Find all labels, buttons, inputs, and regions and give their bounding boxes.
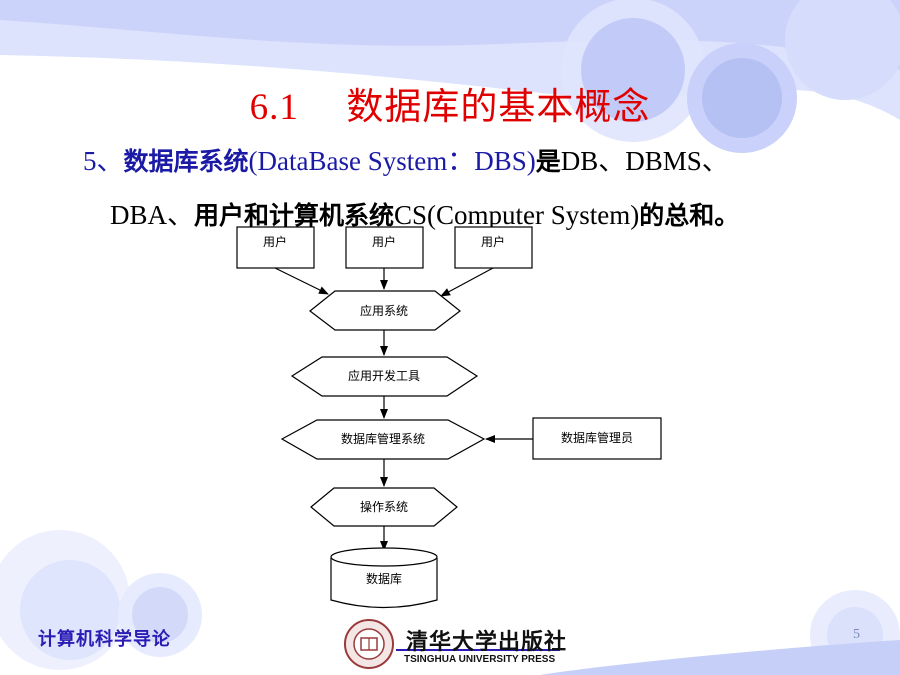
body-line-1: 5、数据库系统(DataBase System：DBS)是DB、DBMS、 xyxy=(83,139,729,178)
line2-en: CS(Computer System) xyxy=(394,200,640,230)
dba-box: 数据库管理员 xyxy=(532,417,662,460)
dba-label: 数据库管理员 xyxy=(561,430,633,445)
os-label: 操作系统 xyxy=(360,499,408,514)
course-name: 计算机科学导论 xyxy=(38,629,171,650)
line2-lead: DBA、 xyxy=(110,200,195,230)
dbms-label: 数据库管理系统 xyxy=(341,431,425,446)
database-node: 数据库 xyxy=(330,547,438,609)
page-number: 5 xyxy=(853,627,860,642)
user-box-2: 用户 xyxy=(345,226,424,269)
press-logo-icon xyxy=(344,619,394,669)
item-prefix: 5、 xyxy=(83,146,124,176)
is-word: 是 xyxy=(535,147,561,176)
line2-tail: 的总和。 xyxy=(639,201,740,230)
term-dbs-cn: 数据库系统 xyxy=(123,147,249,176)
user-box-1: 用户 xyxy=(236,226,315,269)
press-name-en: TSINGHUA UNIVERSITY PRESS xyxy=(404,654,556,665)
title-text: 数据库的基本概念 xyxy=(346,85,651,128)
press-name-cn: 清华大学出版社 xyxy=(406,630,568,655)
dbms-node: 数据库管理系统 xyxy=(280,419,486,460)
user-label-3: 用户 xyxy=(481,234,505,249)
dev-tools-node: 应用开发工具 xyxy=(290,356,479,397)
arrow-user3-app xyxy=(440,267,494,297)
user-label-2: 用户 xyxy=(372,234,396,249)
app-system-node: 应用系统 xyxy=(309,290,461,331)
body-line-2: DBA、用户和计算机系统CS(Computer System)的总和。 xyxy=(110,193,739,232)
line2-cn: 用户和计算机系统 xyxy=(194,201,395,230)
title-number: 6.1 xyxy=(249,87,299,128)
app-system-label: 应用系统 xyxy=(360,303,408,318)
user-box-3: 用户 xyxy=(454,226,533,269)
database-label: 数据库 xyxy=(366,571,402,586)
arrow-user1-app xyxy=(274,267,329,295)
line1-tail: DB、DBMS、 xyxy=(560,146,729,176)
dev-tools-label: 应用开发工具 xyxy=(348,368,420,383)
term-dbs-en: (DataBase System：DBS) xyxy=(248,146,536,176)
os-node: 操作系统 xyxy=(310,487,458,527)
user-label-1: 用户 xyxy=(263,234,287,249)
slide-title: 6.1 数据库的基本概念 xyxy=(0,76,900,130)
